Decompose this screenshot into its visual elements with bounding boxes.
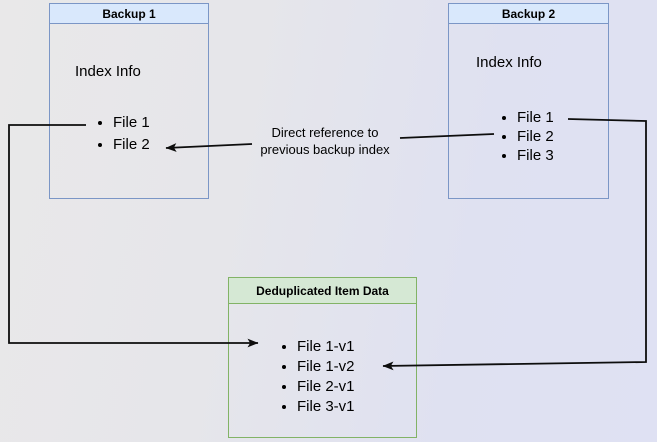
backup2-title: Backup 2 <box>501 6 556 21</box>
backup1-node: Backup 1 Index Info File 1 File 2 <box>49 3 209 199</box>
direct-reference-label: Direct reference to previous backup inde… <box>244 125 406 158</box>
backup1-index-info-label: Index Info <box>75 63 141 80</box>
direct-reference-label-line2: previous backup index <box>260 141 390 157</box>
backup1-header: Backup 1 <box>50 4 208 24</box>
direct-reference-label-line1: Direct reference to <box>271 125 379 140</box>
list-item: File 2 <box>517 127 554 146</box>
backup1-file-list: File 1 File 2 <box>99 112 150 156</box>
backup2-header: Backup 2 <box>449 4 608 24</box>
dedup-node: Deduplicated Item Data File 1-v1 File 1-… <box>228 277 417 438</box>
list-item: File 2 <box>113 134 150 156</box>
dedup-file-list: File 1-v1 File 1-v2 File 2-v1 File 3-v1 <box>283 337 355 417</box>
dedup-title: Deduplicated Item Data <box>256 283 389 298</box>
list-item: File 1-v1 <box>297 337 355 357</box>
dedup-header: Deduplicated Item Data <box>229 278 416 304</box>
backup1-title: Backup 1 <box>102 6 156 21</box>
backup2-node: Backup 2 Index Info File 1 File 2 File 3 <box>448 3 609 199</box>
list-item: File 1-v2 <box>297 357 355 377</box>
list-item: File 3-v1 <box>297 397 355 417</box>
backup2-file-list: File 1 File 2 File 3 <box>503 108 554 165</box>
list-item: File 1 <box>517 108 554 127</box>
list-item: File 1 <box>113 112 150 134</box>
list-item: File 2-v1 <box>297 377 355 397</box>
list-item: File 3 <box>517 146 554 165</box>
backup2-index-info-label: Index Info <box>476 54 542 71</box>
